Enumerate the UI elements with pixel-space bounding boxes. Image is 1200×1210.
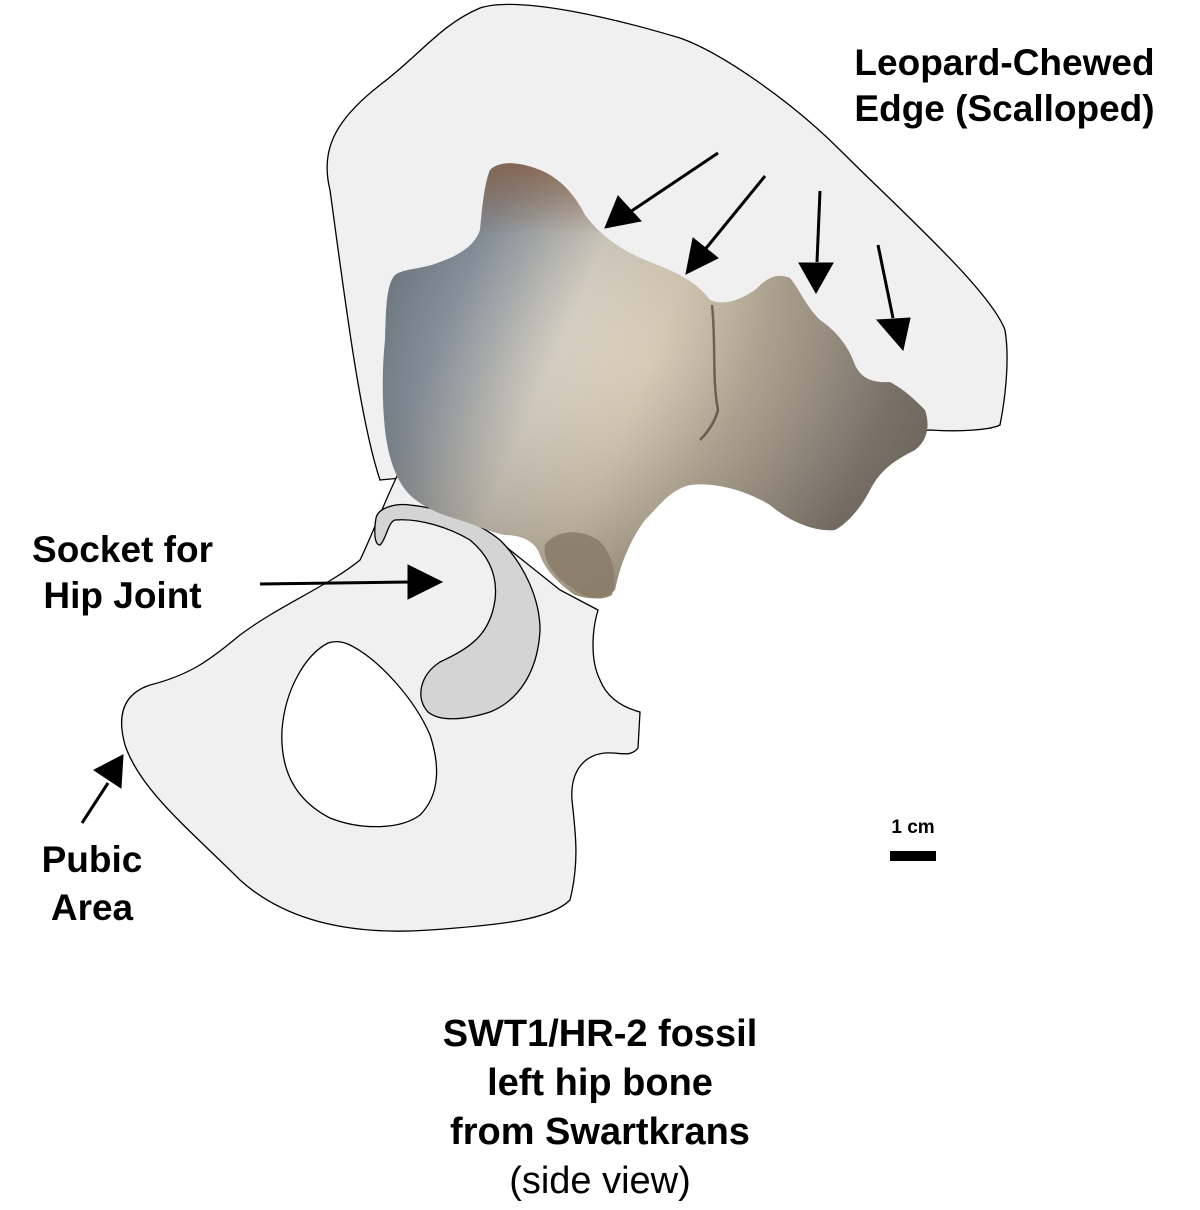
figure-caption: SWT1/HR-2 fossil left hip bone from Swar… bbox=[360, 1010, 840, 1206]
arrow-icon bbox=[685, 175, 767, 275]
caption-subtitle: (side view) bbox=[509, 1160, 691, 1202]
leopard-chew-arrows bbox=[604, 151, 911, 352]
leopard-chewed-edge-label: Leopard-Chewed Edge (Scalloped) bbox=[812, 40, 1197, 132]
caption-line-1: SWT1/HR-2 fossil bbox=[442, 1013, 758, 1055]
leopard-label-line-2: Edge (Scalloped) bbox=[854, 88, 1155, 129]
caption-line-3: from Swartkrans bbox=[450, 1111, 750, 1153]
hip-socket-surface bbox=[374, 503, 541, 720]
scale-bar bbox=[890, 851, 936, 861]
scale-bar-label: 1 cm bbox=[891, 817, 935, 838]
hip-socket-label: Socket for Hip Joint bbox=[0, 527, 245, 619]
leopard-label-line-1: Leopard-Chewed bbox=[854, 42, 1155, 83]
pubic-area-label: Pubic Area bbox=[22, 836, 162, 932]
arrow-icon bbox=[875, 244, 911, 352]
socket-label-line-2: Hip Joint bbox=[43, 575, 202, 616]
fossil-bone-photo bbox=[382, 163, 928, 599]
pubic-arrow-icon bbox=[80, 754, 124, 824]
arrow-icon bbox=[798, 190, 834, 295]
socket-label-line-1: Socket for bbox=[32, 529, 213, 570]
socket-arrow-icon bbox=[259, 564, 444, 600]
pubic-label-line-1: Pubic bbox=[41, 839, 143, 880]
pubic-label-line-2: Area bbox=[50, 887, 134, 928]
caption-line-2: left hip bone bbox=[487, 1062, 713, 1104]
obturator-foramen bbox=[281, 641, 438, 828]
arrow-icon bbox=[604, 151, 719, 229]
